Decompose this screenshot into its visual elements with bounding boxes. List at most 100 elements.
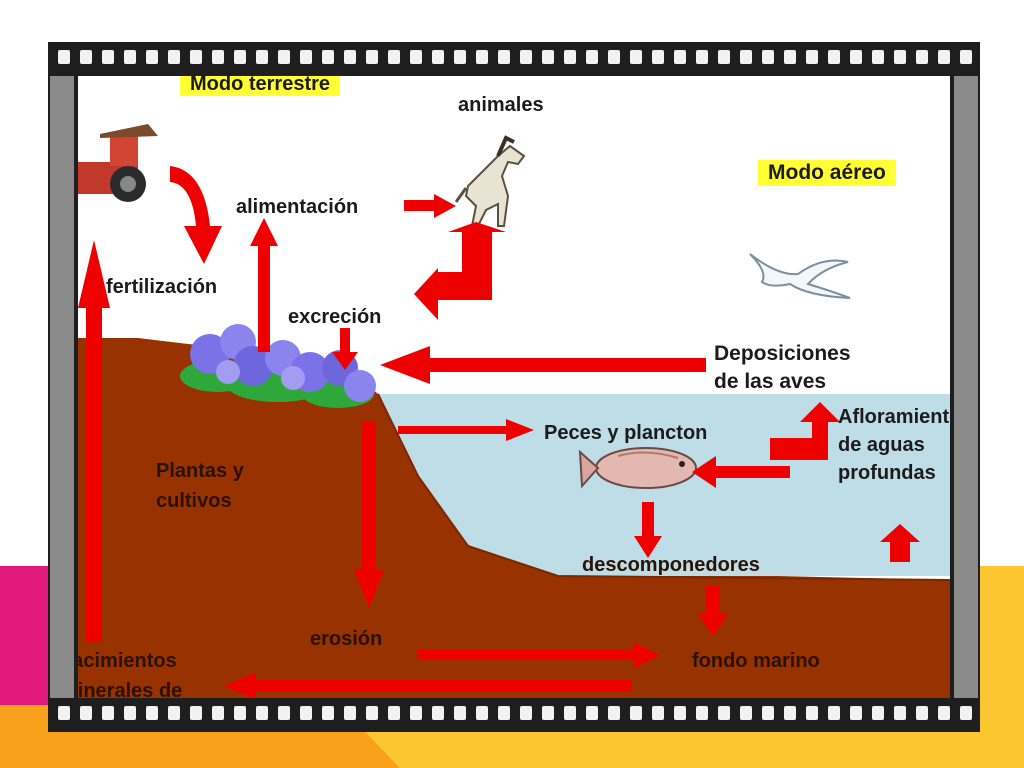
- sprocket-hole: [960, 706, 972, 720]
- sprocket-hole: [124, 706, 136, 720]
- sprocket-hole: [300, 706, 312, 720]
- label-afloramiento-3: profundas: [838, 462, 936, 484]
- label-yacimientos-2: minerales de: [78, 680, 183, 698]
- sprocket-hole: [696, 50, 708, 64]
- sprocket-hole: [520, 706, 532, 720]
- tractor-icon: [78, 124, 158, 202]
- sprocket-hole: [80, 50, 92, 64]
- sprocket-hole: [498, 706, 510, 720]
- label-yacimientos-1: Yacimientos: [78, 650, 177, 672]
- sprocket-hole: [630, 50, 642, 64]
- sprocket-hole: [828, 50, 840, 64]
- sprocket-hole: [828, 706, 840, 720]
- sprocket-hole: [542, 706, 554, 720]
- sprocket-hole: [850, 50, 862, 64]
- label-alimentacion: alimentación: [236, 196, 359, 218]
- label-excrecion: excreción: [288, 306, 382, 328]
- sprocket-hole: [938, 706, 950, 720]
- sprocket-hole: [168, 50, 180, 64]
- sprocket-hole: [454, 706, 466, 720]
- sprocket-hole: [520, 50, 532, 64]
- sprocket-hole: [476, 50, 488, 64]
- label-peces-plancton: Peces y plancton: [544, 422, 708, 444]
- sprocket-hole: [916, 50, 928, 64]
- land-area: [78, 338, 950, 698]
- sprocket-hole: [256, 706, 268, 720]
- arrow-seafloor-minerals: [224, 672, 632, 698]
- sprocket-hole: [608, 706, 620, 720]
- sprocket-hole: [234, 50, 246, 64]
- sprocket-hole: [784, 50, 796, 64]
- sprocket-hole: [190, 706, 202, 720]
- sprocket-hole: [696, 706, 708, 720]
- sprocket-hole: [894, 706, 906, 720]
- arrow-bird-deposits: [380, 346, 706, 384]
- cycle-arrows: [78, 166, 920, 698]
- arrow-fish-decomposers: [634, 502, 662, 558]
- sprocket-hole: [234, 706, 246, 720]
- fish-icon: [578, 447, 697, 489]
- sprocket-hole: [916, 706, 928, 720]
- sprocket-hole: [806, 50, 818, 64]
- label-afloramiento-2: de aguas: [838, 434, 925, 456]
- arrow-upwelling-up: [770, 402, 840, 460]
- arrow-tractor-fertilization: [170, 166, 222, 264]
- arrow-erosion-seafloor: [418, 642, 660, 668]
- sprocket-hole: [322, 706, 334, 720]
- arrow-excretion-plants: [332, 328, 358, 370]
- sprocket-hole: [124, 50, 136, 64]
- horse-icon: [454, 135, 526, 227]
- sprocket-hole: [278, 706, 290, 720]
- sprocket-hole: [102, 706, 114, 720]
- sprocket-hole: [784, 706, 796, 720]
- arrow-upwelling-fish: [692, 456, 790, 488]
- label-afloramiento-1: Afloramiento: [838, 406, 950, 428]
- sprocket-hole: [168, 706, 180, 720]
- label-modo-aereo: Modo aéreo: [758, 160, 896, 186]
- sprocket-hole: [300, 50, 312, 64]
- sprocket-hole: [872, 706, 884, 720]
- sprocket-hole: [366, 50, 378, 64]
- nitrogen-cycle-diagram: Modo terrestre animales Modo aéreo alime…: [78, 76, 950, 698]
- label-descomponedores: descomponedores: [582, 554, 760, 576]
- sprocket-hole: [564, 50, 576, 64]
- sprocket-hole: [806, 706, 818, 720]
- sprocket-hole: [850, 706, 862, 720]
- sprocket-hole: [454, 50, 466, 64]
- sprocket-hole: [322, 50, 334, 64]
- sprocket-hole: [432, 706, 444, 720]
- sprocket-hole: [630, 706, 642, 720]
- sprocket-hole: [366, 706, 378, 720]
- sprocket-hole: [718, 50, 730, 64]
- sprocket-hole: [476, 706, 488, 720]
- sprocket-hole: [212, 706, 224, 720]
- arrow-minerals-up: [78, 240, 110, 642]
- sprocket-hole: [762, 50, 774, 64]
- sprocket-hole: [762, 706, 774, 720]
- sprocket-hole: [410, 50, 422, 64]
- label-modo-terrestre: Modo terrestre: [180, 76, 341, 97]
- label-plantas-1: Plantas y: [156, 460, 244, 482]
- sprocket-hole: [542, 50, 554, 64]
- sprocket-hole: [586, 706, 598, 720]
- sprocket-hole: [432, 50, 444, 64]
- arrow-feeding-animals: [404, 194, 456, 218]
- label-fondo-marino: fondo marino: [692, 650, 820, 672]
- sprocket-hole: [674, 50, 686, 64]
- sprocket-hole: [58, 50, 70, 64]
- label-deposiciones-1: Deposiciones: [714, 342, 851, 365]
- sprocket-hole: [344, 706, 356, 720]
- sprocket-hole: [586, 50, 598, 64]
- label-erosion: erosión: [310, 628, 383, 650]
- sprocket-hole: [146, 50, 158, 64]
- diagram-graphics: [78, 124, 950, 698]
- sprocket-hole: [344, 50, 356, 64]
- seagull-icon: [749, 253, 851, 299]
- sprocket-hole: [894, 50, 906, 64]
- sprocket-hole: [102, 50, 114, 64]
- sprocket-hole: [608, 50, 620, 64]
- arrow-plants-fish: [398, 419, 534, 441]
- sprocket-hole: [872, 50, 884, 64]
- sprocket-hole: [80, 706, 92, 720]
